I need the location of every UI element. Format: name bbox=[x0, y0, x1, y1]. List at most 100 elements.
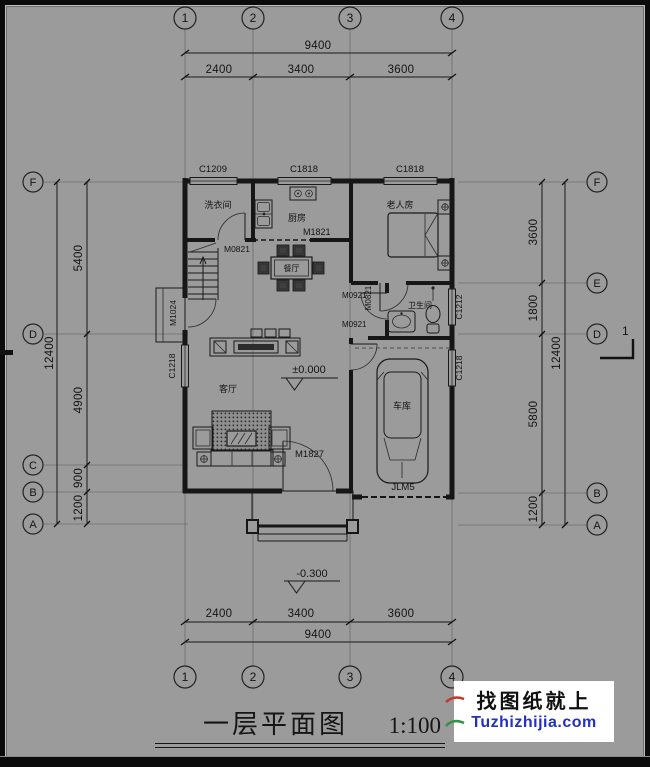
grid-label: C bbox=[29, 460, 37, 472]
dim-text: 3400 bbox=[288, 64, 315, 76]
dimensions-top: 9400 2400 3400 3600 bbox=[180, 40, 457, 81]
sofa-set bbox=[192, 410, 291, 467]
nightstand bbox=[437, 255, 453, 271]
window-label: C1212 bbox=[454, 294, 464, 319]
grid-label: B bbox=[29, 487, 36, 499]
dim-text: 3600 bbox=[388, 608, 415, 620]
grid-label: 1 bbox=[182, 670, 189, 684]
drawing-scale: 1:100 bbox=[388, 713, 441, 738]
window-c1212 bbox=[448, 288, 456, 326]
grid-label: 3 bbox=[347, 670, 354, 684]
dimensions-bottom: 2400 3400 3600 9400 bbox=[180, 608, 457, 646]
dimensions-left: 12400 5400 4900 900 1200 bbox=[0, 178, 91, 528]
grid-label: 2 bbox=[250, 11, 257, 25]
dim-text: 900 bbox=[73, 468, 85, 488]
bath-fixtures bbox=[387, 286, 441, 334]
kitchen-sink bbox=[254, 199, 273, 229]
room-label-kitchen: 厨房 bbox=[288, 212, 306, 223]
drawing-title-block: 一层平面图 1:100 bbox=[155, 704, 445, 748]
opening-labels: C1209 C1818 C1818 M1821 M0821 M1024 C121… bbox=[167, 164, 464, 493]
coffee-table bbox=[226, 430, 257, 447]
window-c1818-a bbox=[277, 177, 332, 185]
grid-label: D bbox=[593, 329, 601, 341]
door-m0821-laundry bbox=[217, 212, 246, 241]
window-label: C1209 bbox=[199, 164, 227, 175]
grid-label: E bbox=[593, 278, 600, 290]
dim-text: 5400 bbox=[73, 245, 85, 272]
watermark-slogan: 找图纸就上 bbox=[476, 691, 592, 714]
room-labels: 洗衣间 厨房 餐厅 老人房 卫生间 客厅 车库 bbox=[204, 199, 432, 411]
window-label: C1218 bbox=[167, 353, 177, 378]
dim-text: 3400 bbox=[288, 608, 315, 620]
grid-bubbles-bottom: 1 2 3 4 bbox=[173, 665, 464, 689]
grid-label: 1 bbox=[182, 11, 189, 25]
grid-label: D bbox=[29, 329, 37, 341]
grid-label: A bbox=[593, 520, 601, 532]
grid-label: 4 bbox=[449, 670, 456, 684]
dim-text: 1800 bbox=[528, 295, 540, 322]
room-label-dining: 餐厅 bbox=[284, 264, 300, 273]
grid-label: 3 bbox=[347, 11, 354, 25]
room-label-laundry: 洗衣间 bbox=[204, 199, 231, 210]
drawing-title: 一层平面图 bbox=[203, 710, 349, 739]
tv-console bbox=[209, 328, 301, 357]
dining-set bbox=[257, 244, 325, 292]
watermark: 找图纸就上 Tuzhizhijia.com bbox=[445, 681, 614, 742]
door-label: M0821 bbox=[364, 285, 373, 310]
door-m1024-entry bbox=[187, 298, 217, 328]
stair-direction-arrow bbox=[199, 255, 207, 300]
title-underline bbox=[155, 743, 445, 748]
dim-text: 2400 bbox=[206, 608, 233, 620]
grid-label: 2 bbox=[250, 670, 257, 684]
section-marker: 1 bbox=[600, 324, 635, 360]
dim-text: 3600 bbox=[388, 64, 415, 76]
door-label: M0921 bbox=[342, 320, 367, 329]
window-c1818-b bbox=[383, 177, 438, 185]
stairs bbox=[188, 242, 219, 300]
garage-door-label: JLM5 bbox=[391, 482, 414, 493]
nightstand bbox=[437, 199, 453, 215]
grid-label: B bbox=[593, 488, 600, 500]
walls bbox=[182, 178, 455, 500]
grid-label: A bbox=[29, 519, 37, 531]
sheet-bottom-border bbox=[0, 756, 650, 767]
grid-label: F bbox=[594, 177, 601, 189]
level-text: ±0.000 bbox=[292, 364, 326, 376]
door-label: M1024 bbox=[168, 300, 178, 326]
section-number: 1 bbox=[622, 324, 629, 338]
side-porch bbox=[155, 287, 186, 343]
car bbox=[376, 358, 429, 484]
door-label: M1821 bbox=[303, 227, 331, 237]
dim-text: 4900 bbox=[73, 387, 85, 414]
level-marker-porch: -0.300 bbox=[284, 568, 340, 594]
dim-text: 9400 bbox=[305, 629, 332, 641]
side-table bbox=[196, 451, 212, 467]
level-marker-main: ±0.000 bbox=[281, 364, 338, 391]
door-label: M1827 bbox=[295, 449, 324, 460]
room-label-bath: 卫生间 bbox=[408, 300, 432, 310]
window-label: C1218 bbox=[454, 355, 464, 380]
window-c1218-b bbox=[448, 349, 456, 387]
dim-text: 2400 bbox=[206, 64, 233, 76]
bed bbox=[387, 199, 453, 271]
door-m0921-bedroom bbox=[379, 282, 409, 312]
grid-label: F bbox=[30, 177, 37, 189]
window-c1209 bbox=[189, 177, 238, 185]
toilet bbox=[425, 305, 441, 334]
bath-sink bbox=[387, 310, 416, 333]
grid-bubbles-top: 1 2 3 4 bbox=[173, 6, 464, 30]
room-label-elder: 老人房 bbox=[386, 199, 413, 210]
dim-text: 12400 bbox=[44, 336, 56, 369]
window-label: C1818 bbox=[290, 164, 318, 175]
door-label: M0821 bbox=[224, 244, 250, 254]
watermark-site-link[interactable]: Tuzhizhijia.com bbox=[471, 714, 597, 732]
window-label: C1818 bbox=[396, 164, 424, 175]
room-label-living: 客厅 bbox=[219, 383, 237, 394]
watermark-logo-icon bbox=[445, 696, 465, 727]
dimensions-right: 3600 1800 5800 1200 12400 1 bbox=[528, 178, 635, 529]
grid-bubbles-right: F E D B A bbox=[586, 171, 608, 536]
section-cut-mark-left bbox=[0, 350, 13, 355]
dim-text: 1200 bbox=[73, 495, 85, 522]
